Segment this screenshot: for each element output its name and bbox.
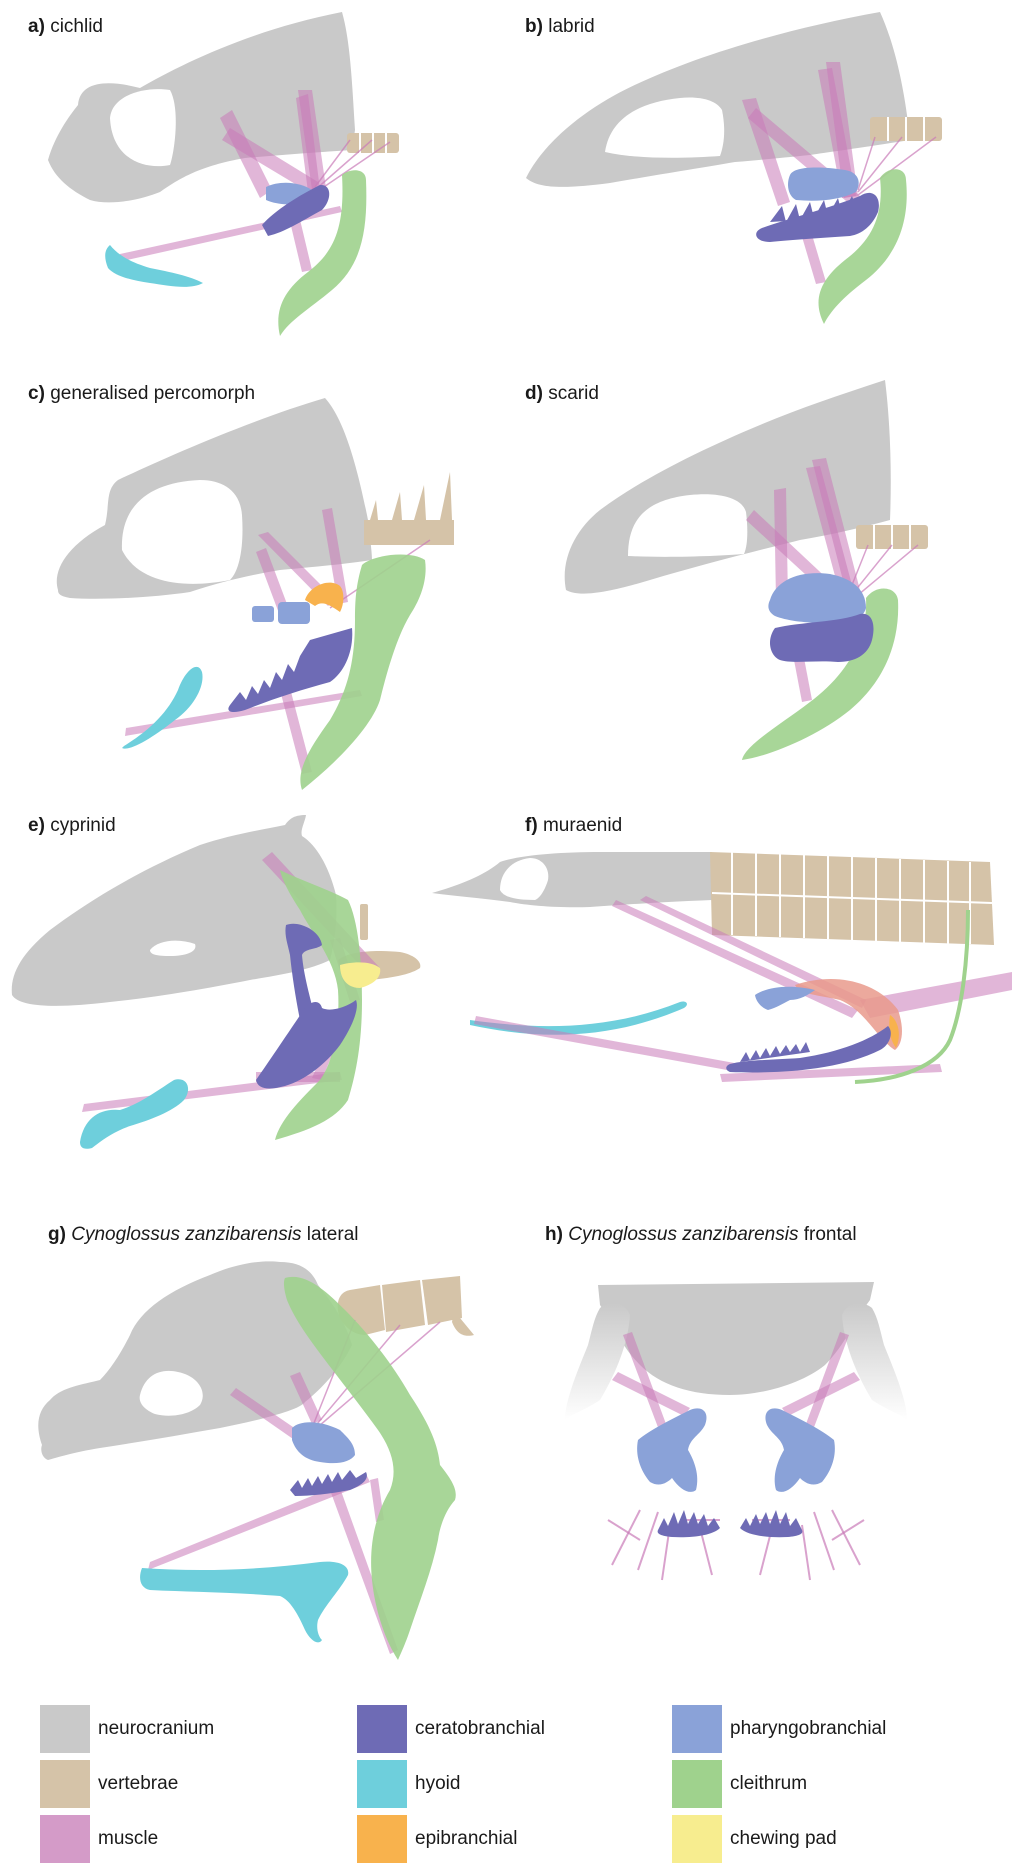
panel-d-title: d) scarid	[525, 383, 599, 404]
ceratobranchial-left	[658, 1510, 720, 1537]
panel-h-title: h) Cynoglossus zanzibarensis frontal	[545, 1224, 857, 1245]
legend-label: hyoid	[415, 1773, 460, 1795]
legend-label: neurocranium	[98, 1718, 214, 1740]
vertebral-spine	[360, 904, 368, 940]
legend-swatch-neurocranium	[40, 1705, 90, 1753]
legend: neurocranium ceratobranchial pharyngobra…	[40, 1705, 980, 1855]
cleithrum-right	[842, 1303, 907, 1420]
legend-item: muscle	[40, 1815, 158, 1863]
legend-swatch-epibranchial	[357, 1815, 407, 1863]
legend-item: neurocranium	[40, 1705, 214, 1753]
legend-label: epibranchial	[415, 1828, 517, 1850]
pharyngobranchial	[252, 602, 310, 624]
hyoid	[470, 1001, 687, 1034]
vertebrae	[364, 472, 454, 545]
neurocranium	[432, 852, 712, 907]
panel-a-title: a) cichlid	[28, 16, 103, 37]
pharyngobranchial-left	[637, 1408, 706, 1492]
legend-label: chewing pad	[730, 1828, 837, 1850]
panel-e-title: e) cyprinid	[28, 815, 116, 836]
hyoid	[122, 667, 203, 749]
legend-label: pharyngobranchial	[730, 1718, 886, 1740]
vertebral-column	[710, 852, 994, 945]
legend-item: cleithrum	[672, 1760, 807, 1808]
cleithrum-left	[565, 1303, 630, 1420]
hyoid	[140, 1562, 348, 1643]
panel-e: e) cyprinid	[12, 815, 421, 1149]
legend-swatch-pharyngobranchial	[672, 1705, 722, 1753]
legend-item: epibranchial	[357, 1815, 517, 1863]
panel-g: g) Cynoglossus zanzibarensis lateral	[38, 1224, 474, 1660]
ceratobranchial-right	[740, 1510, 802, 1537]
legend-swatch-hyoid	[357, 1760, 407, 1808]
hyoid	[80, 1079, 188, 1148]
vertebrae	[870, 117, 942, 141]
legend-label: muscle	[98, 1828, 158, 1850]
legend-label: vertebrae	[98, 1773, 178, 1795]
panel-f: f) muraenid	[432, 815, 1012, 1082]
legend-item: chewing pad	[672, 1815, 837, 1863]
legend-swatch-ceratobranchial	[357, 1705, 407, 1753]
pharyngobranchial	[292, 1422, 355, 1463]
panel-d: d) scarid	[525, 380, 928, 760]
panel-c: c) generalised percomorph	[28, 383, 454, 790]
panel-b-title: b) labrid	[525, 16, 595, 37]
legend-label: cleithrum	[730, 1773, 807, 1795]
panel-b: b) labrid	[525, 12, 942, 324]
legend-swatch-cleithrum	[672, 1760, 722, 1808]
legend-item: vertebrae	[40, 1760, 178, 1808]
legend-label: ceratobranchial	[415, 1718, 545, 1740]
pharyngobranchial	[755, 987, 815, 1010]
neurocranium	[12, 815, 337, 1006]
panel-h: h) Cynoglossus zanzibarensis frontal	[545, 1224, 907, 1580]
legend-swatch-muscle	[40, 1815, 90, 1863]
panel-c-title: c) generalised percomorph	[28, 383, 255, 404]
panel-f-title: f) muraenid	[525, 815, 622, 836]
legend-item: ceratobranchial	[357, 1705, 545, 1753]
legend-item: pharyngobranchial	[672, 1705, 886, 1753]
vertebrae	[347, 133, 399, 153]
panel-g-title: g) Cynoglossus zanzibarensis lateral	[48, 1224, 358, 1245]
legend-item: hyoid	[357, 1760, 460, 1808]
legend-swatch-chewing-pad	[672, 1815, 722, 1863]
panel-a: a) cichlid	[28, 12, 399, 336]
pharyngobranchial-right	[765, 1408, 834, 1492]
ceratobranchial	[290, 1470, 367, 1496]
legend-swatch-vertebrae	[40, 1760, 90, 1808]
